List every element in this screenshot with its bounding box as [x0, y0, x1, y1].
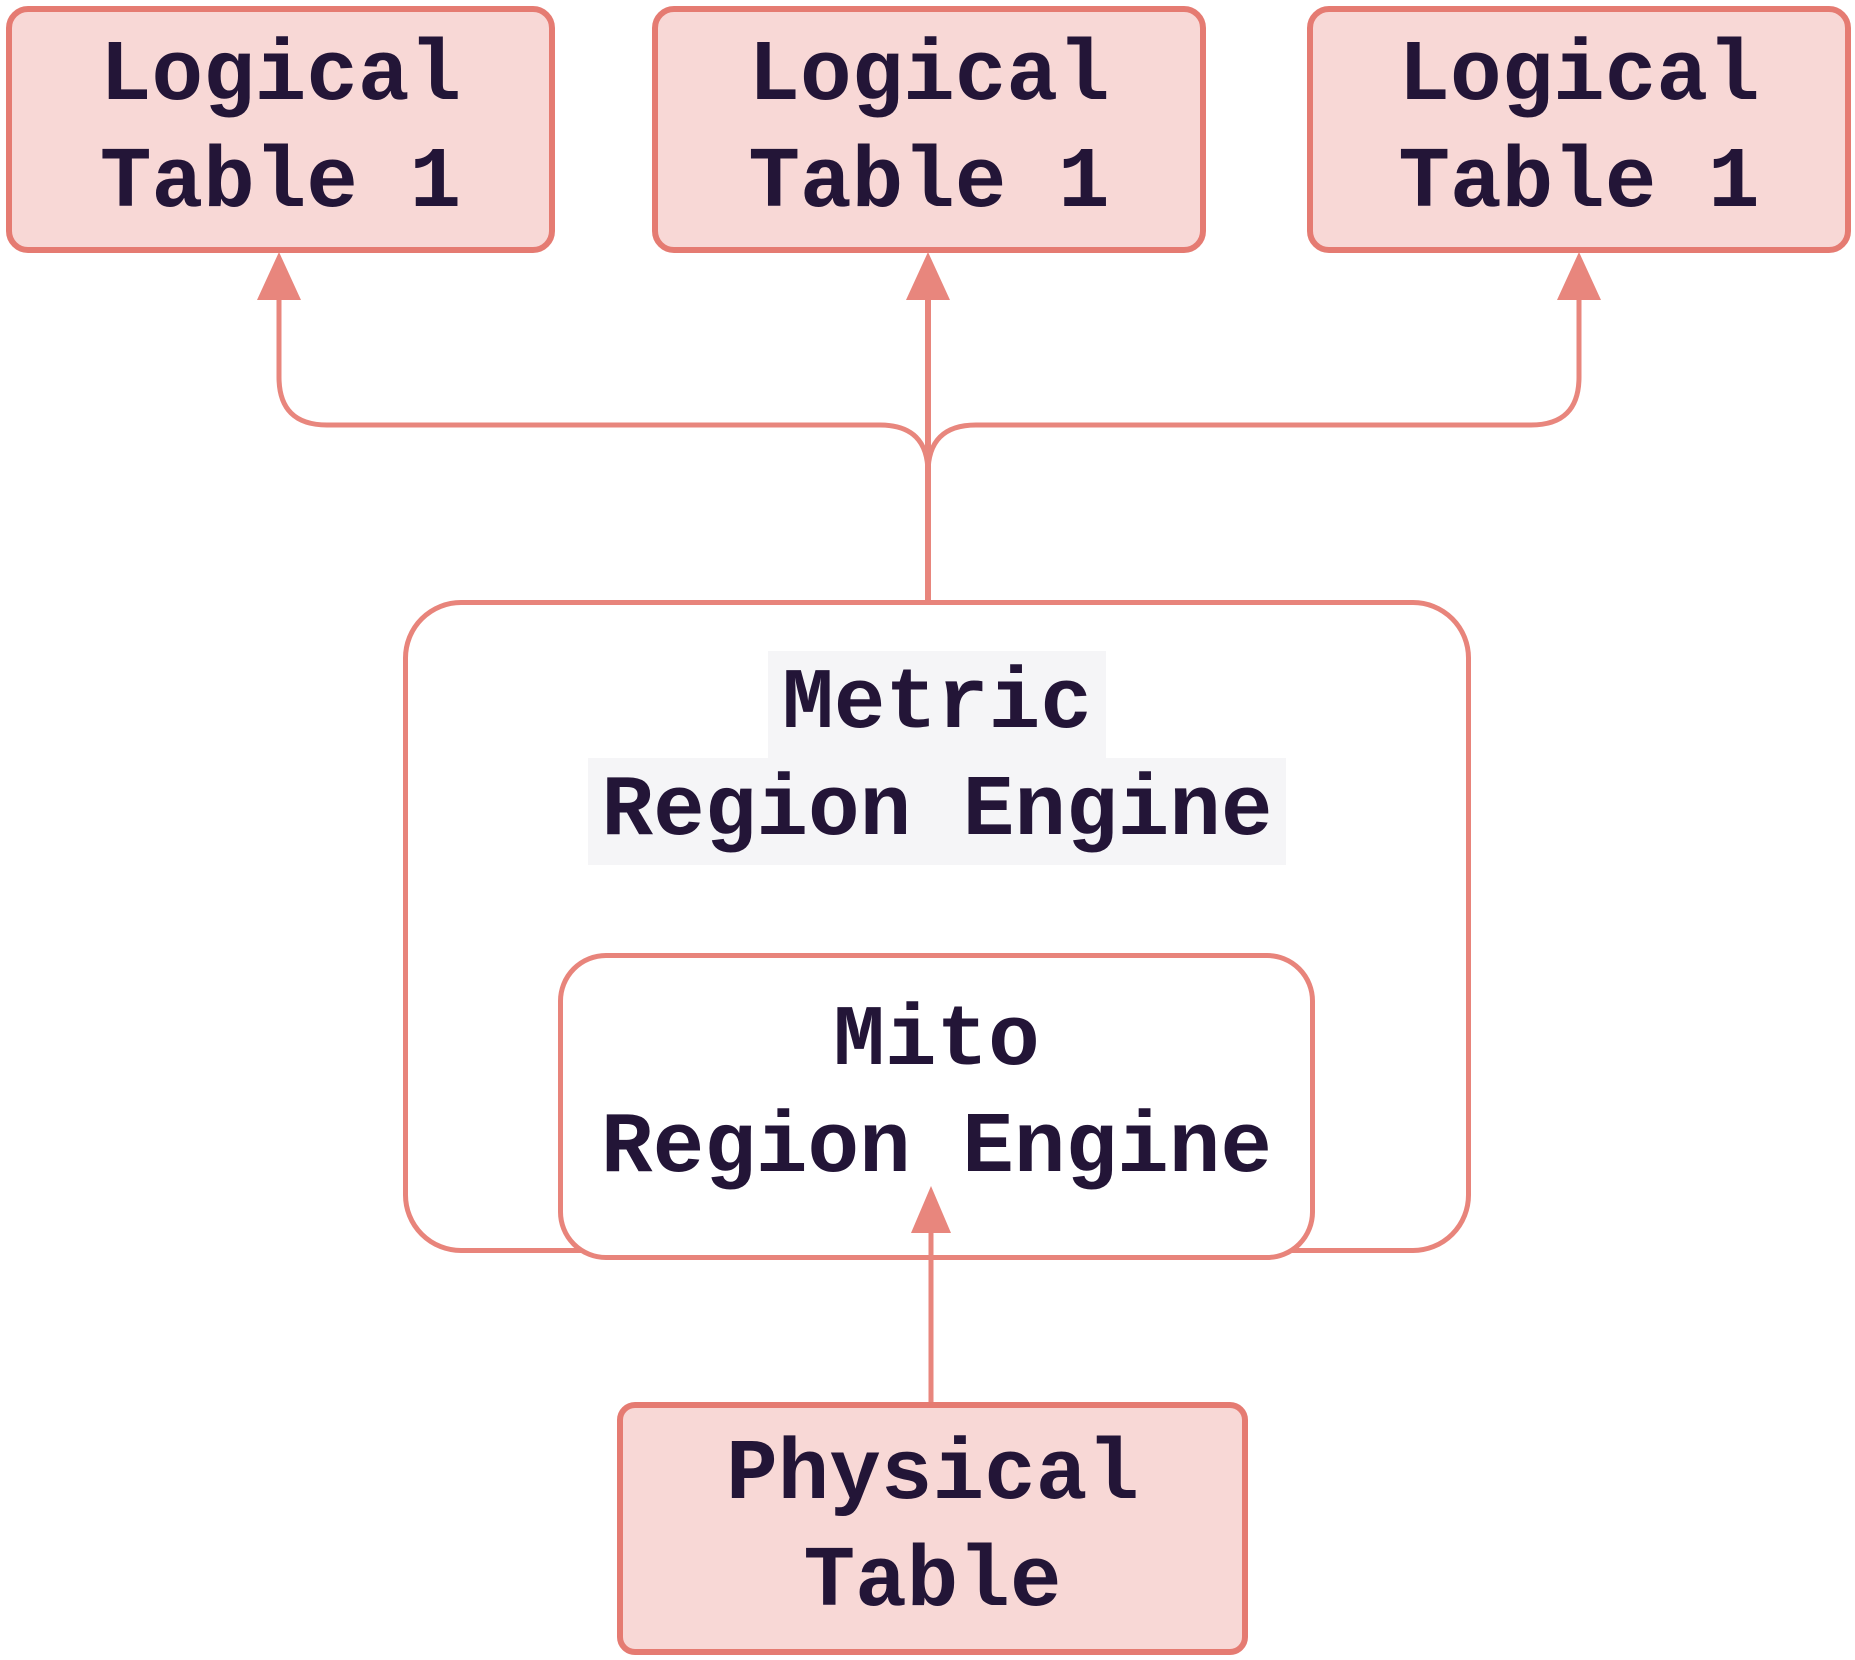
node-label-line: Region Engine: [601, 1099, 1272, 1197]
arrowhead-to-table-c: [1557, 252, 1601, 300]
node-label-line: Metric: [768, 651, 1106, 758]
arrowhead-to-table-a: [257, 252, 301, 300]
node-label-line: Logical: [748, 26, 1110, 125]
node-logical-table-a: Logical Table 1: [6, 6, 555, 253]
node-label-line: Table: [803, 1532, 1062, 1631]
node-mito-region-engine: Mito Region Engine: [558, 953, 1315, 1260]
node-physical-table: Physical Table: [617, 1402, 1248, 1655]
arrowhead-to-table-b: [906, 252, 950, 300]
node-label-line: Table 1: [1398, 133, 1760, 232]
node-label-line: Region Engine: [587, 758, 1287, 865]
node-label-line: Logical: [1398, 26, 1760, 125]
node-label-line: Table 1: [99, 133, 462, 232]
node-label-line: Physical: [726, 1425, 1139, 1524]
node-logical-table-b: Logical Table 1: [652, 6, 1206, 253]
node-label-line: Logical: [99, 26, 462, 125]
node-logical-table-c: Logical Table 1: [1307, 6, 1851, 253]
branch-arrow-metric-to-tables: [257, 252, 1601, 600]
node-label-line: Mito: [833, 992, 1040, 1090]
node-label-line: Table 1: [748, 133, 1110, 232]
